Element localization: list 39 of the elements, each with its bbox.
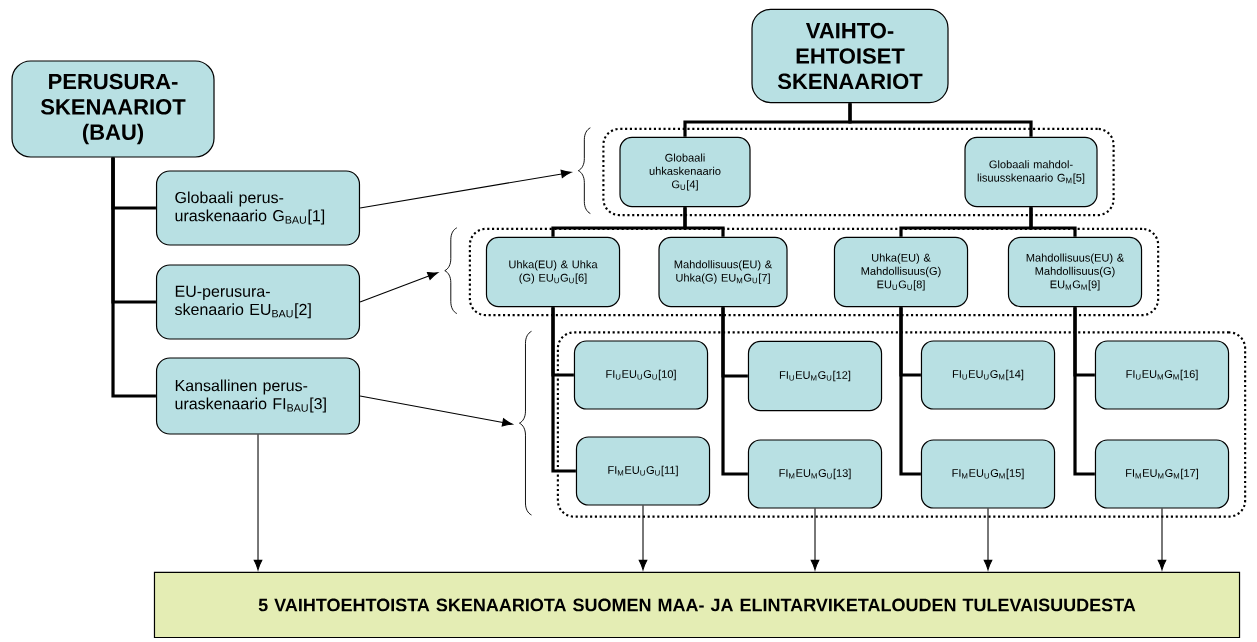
- scenario-box: Kansallinen perus- uraskenaario FI$_{BAU}$[3]: [155, 357, 361, 435]
- scenario-box: EU-perusura- skenaario EU$_{BAU}$[2]: [155, 264, 361, 340]
- connector-line: [899, 307, 921, 476]
- arrow: [1157, 508, 1167, 571]
- scenario-box: Globaali uhkaskenaario G$_{U}$[4]: [619, 136, 751, 208]
- heading-box: PERUSURA- SKENAARIOT (BAU): [11, 60, 215, 158]
- connector-line: [111, 157, 156, 398]
- arrow: [810, 508, 820, 571]
- scenario-box: FI$_{U}$EU$_{M}$G$_{M}$[16]: [1094, 340, 1230, 410]
- arrow: [638, 505, 648, 571]
- scenario-box: FI$_{M}$EU$_{M}$G$_{M}$[17]: [1094, 439, 1230, 509]
- scenario-box: Globaali perus- uraskenaario G$_{BAU}$[1]: [155, 170, 361, 246]
- dotted-group-frame: [556, 331, 1247, 518]
- arrow: [359, 272, 439, 303]
- scenario-box: FI$_{U}$EU$_{M}$G$_{U}$[12]: [747, 340, 883, 412]
- result-box: 5 VAIHTOEHTOISTA SKENAARIOTA SUOMEN MAA- JA ELINTARVIKETALOUDEN TULEVAISUUDESTA: [153, 571, 1241, 639]
- scenario-box: Mahdollisuus(EU) & Uhka(G) EU$_{M}$G$_{U}$[7]: [658, 236, 788, 308]
- arrow: [983, 508, 993, 571]
- scenario-box: FI$_{U}$EU$_{U}$G$_{U}$[10]: [573, 340, 709, 410]
- dotted-group-frame: [602, 127, 1115, 217]
- connector-line: [721, 307, 748, 476]
- connector-line: [551, 307, 576, 473]
- scenario-box: Uhka(EU) & Mahdollisuus(G) EU$_{U}$G$_{U}$[8]: [833, 236, 969, 308]
- scenario-box: FI$_{M}$EU$_{M}$G$_{U}$[13]: [747, 439, 883, 509]
- arrow: [253, 434, 263, 571]
- connector-line: [683, 207, 725, 237]
- scenario-box: FI$_{U}$EU$_{U}$G$_{M}$[14]: [920, 340, 1056, 410]
- scenario-box: Uhka(EU) & Uhka (G) EU$_{U}$G$_{U}$[6]: [485, 236, 621, 308]
- connector-line: [1029, 207, 1077, 237]
- scenario-box: Mahdollisuus(EU) & Mahdollisuus(G) EU$_{M}$G$_{M}$[9]: [1007, 236, 1143, 308]
- arrow: [359, 169, 572, 209]
- connector-line: [848, 103, 1033, 137]
- arrow: [359, 395, 513, 427]
- dotted-group-frame: [468, 227, 1160, 317]
- scenario-box: FI$_{M}$EU$_{U}$G$_{M}$[15]: [920, 439, 1056, 509]
- heading-box: VAIHTO- EHTOISET SKENAARIOT: [751, 8, 949, 104]
- connector-line: [1073, 307, 1095, 476]
- scenario-box: FI$_{M}$EU$_{U}$G$_{U}$[11]: [575, 436, 711, 506]
- scenario-box: Globaali mahdol- lisuusskenaario G$_{M}$[5]: [964, 136, 1098, 208]
